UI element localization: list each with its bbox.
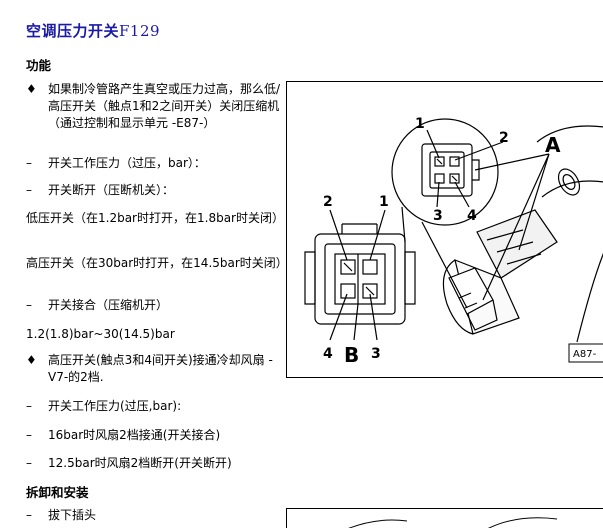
bullet-diamond: ♦ bbox=[26, 353, 37, 367]
list-item-8: – 12.5bar时风扇2档断开(开关断开) bbox=[26, 455, 281, 472]
bullet-diamond: ♦ bbox=[26, 82, 37, 96]
second-figure-edge bbox=[286, 508, 603, 528]
section-heading-removal: 拆卸和安装 bbox=[26, 485, 89, 500]
pin-label-4-top: 4 bbox=[467, 208, 477, 224]
pin-label-3-top: 3 bbox=[433, 208, 443, 224]
pressure-switch-figure: 1 2 3 4 2 1 4 3 A B A87- bbox=[286, 81, 603, 378]
list-item-text: 开关工作压力（过压，bar）： bbox=[48, 156, 206, 170]
list-item-text: 如果制冷管路产生真空或压力过高，那么低/高压开关（触点1和2之间开关）关闭压缩机… bbox=[48, 82, 281, 130]
second-figure-lines bbox=[348, 517, 558, 528]
label-b: B bbox=[344, 343, 359, 367]
list-item-text: 高压开关(触点3和4间开关)接通冷却风扇 -V7-的2档. bbox=[48, 353, 273, 384]
pin-label-1-top: 1 bbox=[415, 116, 425, 132]
label-a: A bbox=[545, 133, 561, 157]
list-item-text: 拔下插头 bbox=[48, 508, 97, 522]
pin-label-2-left: 2 bbox=[323, 194, 333, 210]
bullet-dash: – bbox=[26, 298, 32, 312]
paragraph-range: 1.2(1.8)bar~30(14.5)bar bbox=[26, 327, 175, 341]
pressure-switch-illustration: 1 2 3 4 2 1 4 3 A B A87- bbox=[304, 116, 603, 367]
bullet-dash: – bbox=[26, 156, 32, 170]
list-item-text: 开关工作压力(过压,bar): bbox=[48, 399, 182, 413]
pin-label-4-bottom: 4 bbox=[323, 346, 333, 362]
pin-label-1-left: 1 bbox=[379, 194, 389, 210]
page-title: 空调压力开关F129 bbox=[26, 20, 160, 41]
bullet-dash: – bbox=[26, 428, 32, 442]
section-heading-function: 功能 bbox=[26, 58, 52, 73]
bullet-dash: – bbox=[26, 183, 32, 197]
pin-label-2-top: 2 bbox=[499, 130, 509, 146]
list-item-text: 开关接合（压缩机开） bbox=[48, 298, 169, 312]
bullet-dash: – bbox=[26, 399, 32, 413]
bullet-dash: – bbox=[26, 508, 32, 522]
paragraph-low-pressure: 低压开关（在1.2bar时打开，在1.8bar时关闭） bbox=[26, 211, 284, 225]
list-item-2: – 开关工作压力（过压，bar）： bbox=[26, 155, 281, 172]
list-item-9: – 拔下插头 bbox=[26, 507, 281, 524]
list-item-text: 12.5bar时风扇2档断开(开关断开) bbox=[48, 456, 232, 470]
list-item-1: ♦ 如果制冷管路产生真空或压力过高，那么低/高压开关（触点1和2之间开关）关闭压… bbox=[26, 81, 281, 132]
list-item-6: – 开关工作压力(过压,bar): bbox=[26, 398, 281, 415]
figure-ref: A87- bbox=[573, 349, 597, 360]
list-item-text: 开关断开（压断机关）： bbox=[48, 183, 175, 197]
pin-label-3-bottom: 3 bbox=[371, 346, 381, 362]
title-text: 空调压力开关 bbox=[26, 22, 120, 40]
paragraph-high-pressure: 高压开关（在30bar时打开，在14.5bar时关闭） bbox=[26, 256, 288, 270]
title-code: F129 bbox=[119, 22, 161, 40]
list-item-7: – 16bar时风扇2档接通(开关接合) bbox=[26, 427, 281, 444]
list-item-3: – 开关断开（压断机关）： bbox=[26, 182, 281, 199]
list-item-text: 16bar时风扇2档接通(开关接合) bbox=[48, 428, 221, 442]
list-item-5: ♦ 高压开关(触点3和4间开关)接通冷却风扇 -V7-的2档. bbox=[26, 352, 281, 386]
list-item-4: – 开关接合（压缩机开） bbox=[26, 297, 281, 314]
bullet-dash: – bbox=[26, 456, 32, 470]
